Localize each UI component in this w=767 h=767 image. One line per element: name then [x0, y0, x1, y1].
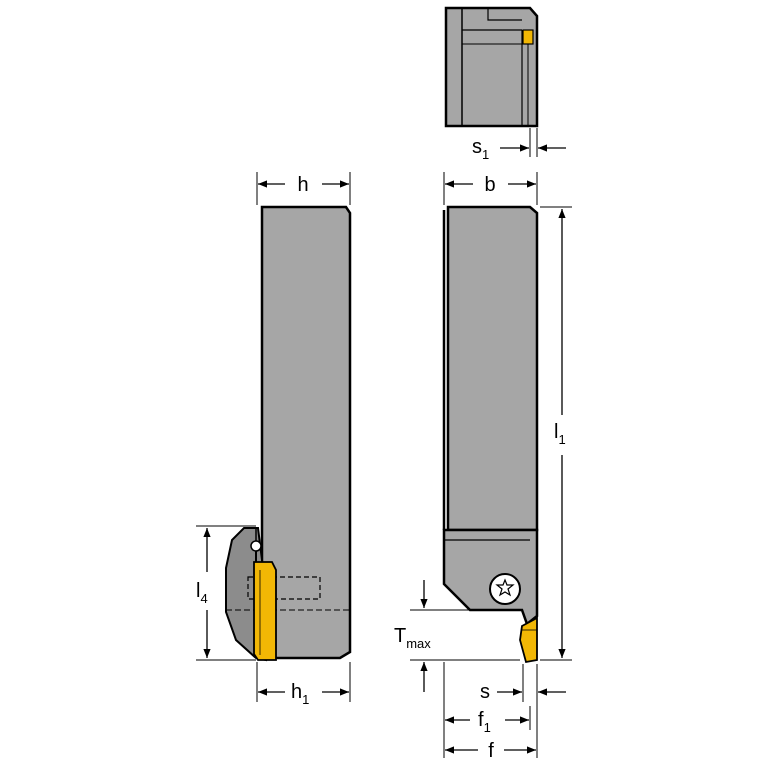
dim-f: f	[445, 740, 536, 762]
dim-l4: l4	[196, 525, 256, 661]
label-h1: h1	[291, 681, 309, 707]
label-f: f	[488, 740, 494, 762]
label-h: h	[297, 174, 308, 196]
top-end-view	[444, 6, 539, 128]
dim-h: h	[256, 172, 351, 205]
label-s: s	[480, 681, 490, 703]
insert-front-view	[519, 616, 538, 664]
label-l4: l4	[196, 580, 208, 606]
label-tmax: Tmax	[394, 625, 431, 651]
dim-s: s	[480, 664, 566, 758]
dim-h1: h1	[256, 662, 351, 707]
front-view-right	[442, 205, 539, 664]
dim-l1: l1	[540, 206, 572, 661]
dim-f1: f1	[443, 662, 531, 758]
dim-b: b	[443, 172, 538, 205]
dim-tmax: Tmax	[394, 580, 520, 692]
label-f1: f1	[478, 709, 491, 735]
side-view-left	[225, 205, 352, 662]
label-s1: s1	[472, 136, 489, 162]
insert-top-view	[522, 29, 534, 45]
label-b: b	[484, 174, 495, 196]
insert-side-view	[253, 561, 277, 661]
dim-s1: s1	[472, 128, 566, 162]
label-l1: l1	[554, 421, 566, 447]
